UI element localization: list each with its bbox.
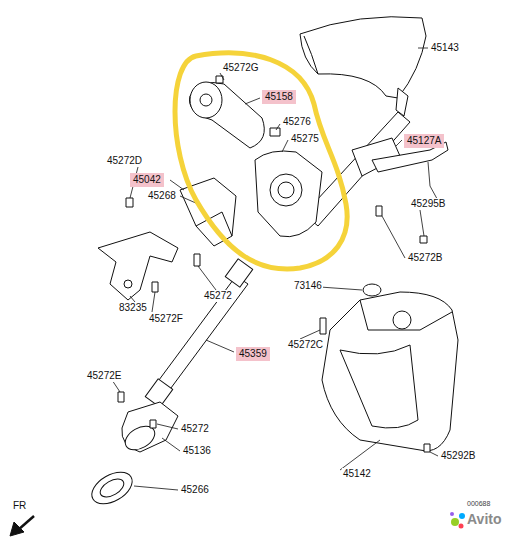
cover-edge bbox=[340, 345, 418, 428]
callout-number: 45268 bbox=[147, 190, 177, 202]
cover-hole bbox=[393, 311, 411, 329]
upper-cover bbox=[300, 17, 426, 98]
watermark-logo bbox=[450, 512, 465, 529]
cover-edge bbox=[304, 36, 318, 74]
leader-line bbox=[134, 486, 178, 490]
gear-housing bbox=[255, 151, 322, 237]
callout-number: 45272B bbox=[407, 252, 443, 264]
callout-number: 45292B bbox=[440, 450, 476, 462]
shaft-spline bbox=[396, 88, 408, 116]
leader-line bbox=[300, 330, 320, 339]
callout-number: 45272F bbox=[148, 313, 184, 325]
callout-number: 45266 bbox=[180, 484, 210, 496]
universal-joint bbox=[225, 259, 252, 287]
bracket bbox=[98, 232, 178, 300]
callout-number: 45142 bbox=[342, 468, 372, 480]
callout-number: 45275 bbox=[290, 133, 320, 145]
direction-mark: FR bbox=[12, 500, 27, 512]
callout-number: 45272 bbox=[180, 423, 210, 435]
callout-number: 83235 bbox=[118, 302, 148, 314]
highlight-loop bbox=[175, 53, 347, 269]
motor-end bbox=[190, 82, 222, 118]
callout-number: 73146 bbox=[293, 280, 323, 292]
part-number: 45158 bbox=[265, 91, 293, 103]
grommet bbox=[97, 475, 127, 500]
leader-line bbox=[430, 452, 438, 456]
part-number: 45359 bbox=[239, 348, 267, 360]
callout-number: 45272 bbox=[203, 290, 233, 302]
highlighted-part-number: 45359 bbox=[236, 347, 270, 361]
cover-edge bbox=[360, 300, 452, 330]
leader-line bbox=[170, 180, 184, 190]
bolt bbox=[152, 282, 158, 292]
leader-line bbox=[220, 73, 224, 80]
front-arrow bbox=[10, 516, 34, 536]
leader-line bbox=[418, 48, 428, 49]
callout-number: 45272G bbox=[222, 62, 260, 74]
bolt bbox=[118, 392, 124, 402]
callout-number: 45276 bbox=[282, 116, 312, 128]
nut bbox=[420, 236, 427, 243]
callout-number: 45272E bbox=[86, 370, 122, 382]
callout-number: 45295B bbox=[410, 198, 446, 210]
sensor bbox=[270, 128, 280, 136]
bolt-hole bbox=[124, 280, 132, 288]
leader-line bbox=[245, 98, 260, 104]
leader-line bbox=[198, 266, 216, 290]
leader-line bbox=[382, 216, 405, 258]
gear-housing bbox=[270, 174, 302, 206]
lower-cover bbox=[322, 292, 458, 451]
leader-line bbox=[420, 210, 424, 236]
diagram-code: 000688 bbox=[466, 500, 491, 508]
leader-line bbox=[206, 340, 234, 352]
bolt bbox=[424, 444, 430, 452]
leader-line bbox=[282, 140, 288, 152]
leader-line bbox=[340, 440, 380, 470]
gear-housing bbox=[278, 182, 294, 198]
watermark: Avito bbox=[466, 511, 502, 527]
highlighted-part-number: 45127A bbox=[404, 134, 444, 148]
motor bbox=[189, 83, 264, 149]
leader-line bbox=[396, 140, 402, 146]
leader-line bbox=[157, 424, 178, 429]
callout-number: 45272D bbox=[106, 155, 143, 167]
leader-line bbox=[152, 292, 155, 312]
bolt bbox=[150, 420, 156, 428]
callout-number: 45136 bbox=[182, 445, 212, 457]
callout-number: 45272C bbox=[287, 339, 324, 351]
grommet bbox=[86, 466, 137, 511]
callout-number: 45143 bbox=[430, 42, 460, 54]
intermediate-shaft bbox=[156, 276, 248, 392]
cap bbox=[363, 284, 381, 296]
part-number: 45042 bbox=[133, 174, 161, 186]
highlighted-part-number: 45158 bbox=[262, 90, 296, 104]
part-number: 45127A bbox=[407, 135, 441, 147]
highlighted-part-number: 45042 bbox=[130, 173, 164, 187]
leader-line bbox=[276, 124, 280, 130]
motor-end bbox=[200, 94, 212, 106]
leader-line bbox=[162, 438, 180, 451]
bolt bbox=[376, 206, 382, 216]
leader-lines bbox=[110, 48, 441, 490]
bolt bbox=[194, 254, 200, 266]
bolt bbox=[320, 318, 326, 334]
bolt bbox=[126, 198, 133, 207]
